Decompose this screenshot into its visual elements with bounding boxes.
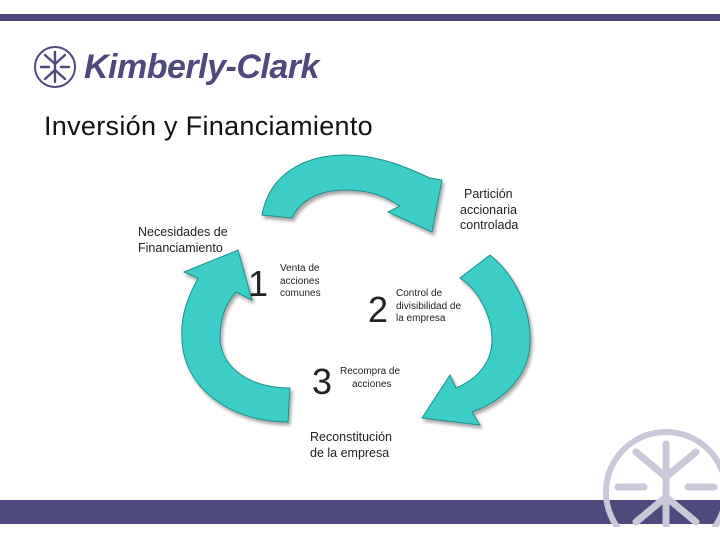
cycle-arrow-right (421, 254, 531, 426)
node-label: Partición (464, 187, 513, 201)
node-particion: Partición accionaria controlada (460, 187, 518, 234)
step-text: divisibilidad de (396, 300, 462, 312)
step-1-label: Venta de acciones comunes (280, 263, 321, 301)
cycle-arrow-top (261, 154, 443, 233)
company-logo: Kimberly-Clark (32, 44, 319, 90)
step-3-label: Recompra de acciones (340, 366, 400, 391)
step-text: Control de (396, 288, 443, 299)
kimberly-clark-emblem-icon (34, 46, 76, 88)
step-number-2: 2 (368, 289, 389, 330)
node-label: Reconstitución (310, 430, 392, 444)
step-text: la empresa (396, 313, 446, 324)
step-2-label: Control de divisibilidad de la empresa (396, 288, 461, 326)
brand-name: Kimberly-Clark (84, 48, 319, 86)
node-label: de la empresa (310, 445, 390, 460)
financing-cycle-diagram: Necesidades de Financiamiento Partición … (120, 150, 560, 480)
step-text: acciones (352, 378, 392, 390)
step-number-1: 1 (248, 263, 269, 304)
node-label: Necesidades de (138, 225, 228, 239)
slide-title: Inversión y Financiamiento (44, 111, 373, 141)
bottom-accent-bar (0, 500, 720, 524)
top-accent-bar (0, 14, 720, 21)
node-reconstitucion: Reconstitución de la empresa (310, 430, 392, 461)
step-text: Venta de (280, 263, 320, 274)
cycle-arrow-left (181, 249, 291, 423)
node-label: controlada (460, 218, 519, 233)
step-text: comunes (280, 288, 321, 299)
step-number-3: 3 (312, 361, 333, 402)
step-text: acciones (280, 275, 320, 287)
node-label: Financiamiento (138, 240, 223, 255)
step-text: Recompra de (340, 366, 401, 377)
node-necesidades: Necesidades de Financiamiento (138, 225, 228, 256)
kimberly-clark-watermark-icon (603, 429, 720, 527)
node-label: accionaria (460, 202, 517, 217)
